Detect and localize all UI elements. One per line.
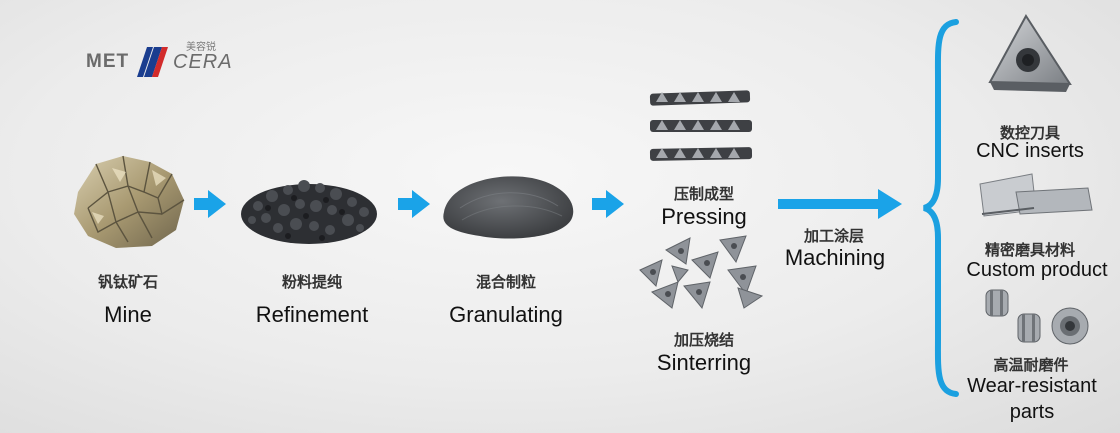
wear-parts-image bbox=[985, 289, 1089, 345]
granulated-powder-image bbox=[443, 176, 574, 239]
step-mine-en-label: Mine bbox=[104, 302, 152, 327]
sintered-inserts-image bbox=[639, 235, 764, 310]
ore-rock-image bbox=[74, 155, 185, 248]
powder-granules-image bbox=[241, 180, 377, 244]
sintering-en-label: Sinterring bbox=[656, 350, 752, 375]
step-granulating-en-label: Granulating bbox=[449, 302, 563, 327]
flow-arrow-1-icon bbox=[194, 190, 226, 218]
flow-arrow-2-icon bbox=[398, 190, 430, 218]
logo-mark-icon bbox=[137, 47, 168, 77]
step-mine-cn-label: 钒钛矿石 bbox=[97, 274, 158, 291]
brand-logo: MET 美容锐 CERA bbox=[82, 36, 242, 80]
flow-arrow-3-icon bbox=[592, 190, 624, 218]
custom-blades-image bbox=[979, 173, 1093, 217]
step-granulating-cn-label: 混合制粒 bbox=[475, 274, 536, 291]
product-wear-en-label-line1: Wear-resistant bbox=[967, 375, 1097, 397]
machining-en-label: Machining bbox=[784, 245, 886, 270]
product-brace-icon bbox=[923, 19, 959, 397]
product-cnc-cn-label: 数控刀具 bbox=[999, 125, 1060, 142]
product-custom-en-label: Custom product bbox=[966, 259, 1108, 281]
logo-text-cera: CERA bbox=[173, 51, 233, 73]
step-refinement-cn-label: 粉料提纯 bbox=[281, 274, 342, 291]
pressed-inserts-image bbox=[649, 90, 753, 161]
product-wear-cn-label: 高温耐磨件 bbox=[993, 357, 1069, 374]
machining-cn-label: 加工涂层 bbox=[803, 228, 864, 245]
pressing-en-label: Pressing bbox=[661, 204, 747, 229]
product-wear-en-label-line2: parts bbox=[1009, 401, 1055, 423]
sintering-cn-label: 加压烧结 bbox=[673, 332, 734, 349]
logo-text-met: MET bbox=[86, 51, 130, 72]
logo-text-cn: 美容锐 bbox=[186, 42, 216, 53]
machining-arrow-icon bbox=[778, 189, 902, 219]
product-custom-cn-label: 精密磨具材料 bbox=[984, 242, 1075, 259]
step-refinement-en-label: Refinement bbox=[255, 302, 369, 327]
pressing-cn-label: 压制成型 bbox=[673, 186, 734, 203]
cnc-insert-image bbox=[988, 14, 1072, 92]
product-cnc-en-label: CNC inserts bbox=[976, 140, 1084, 162]
